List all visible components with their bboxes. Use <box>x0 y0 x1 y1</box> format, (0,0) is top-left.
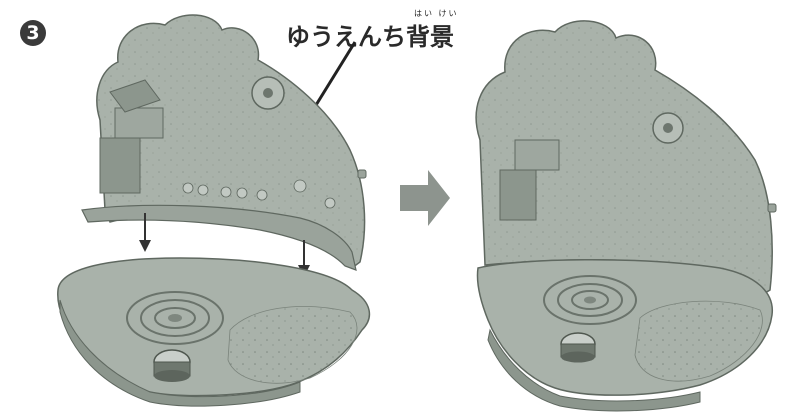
base-platform <box>58 258 370 406</box>
assembled-playset <box>476 21 776 411</box>
transition-arrow <box>400 170 450 226</box>
amusement-park-background-panel <box>82 15 366 270</box>
